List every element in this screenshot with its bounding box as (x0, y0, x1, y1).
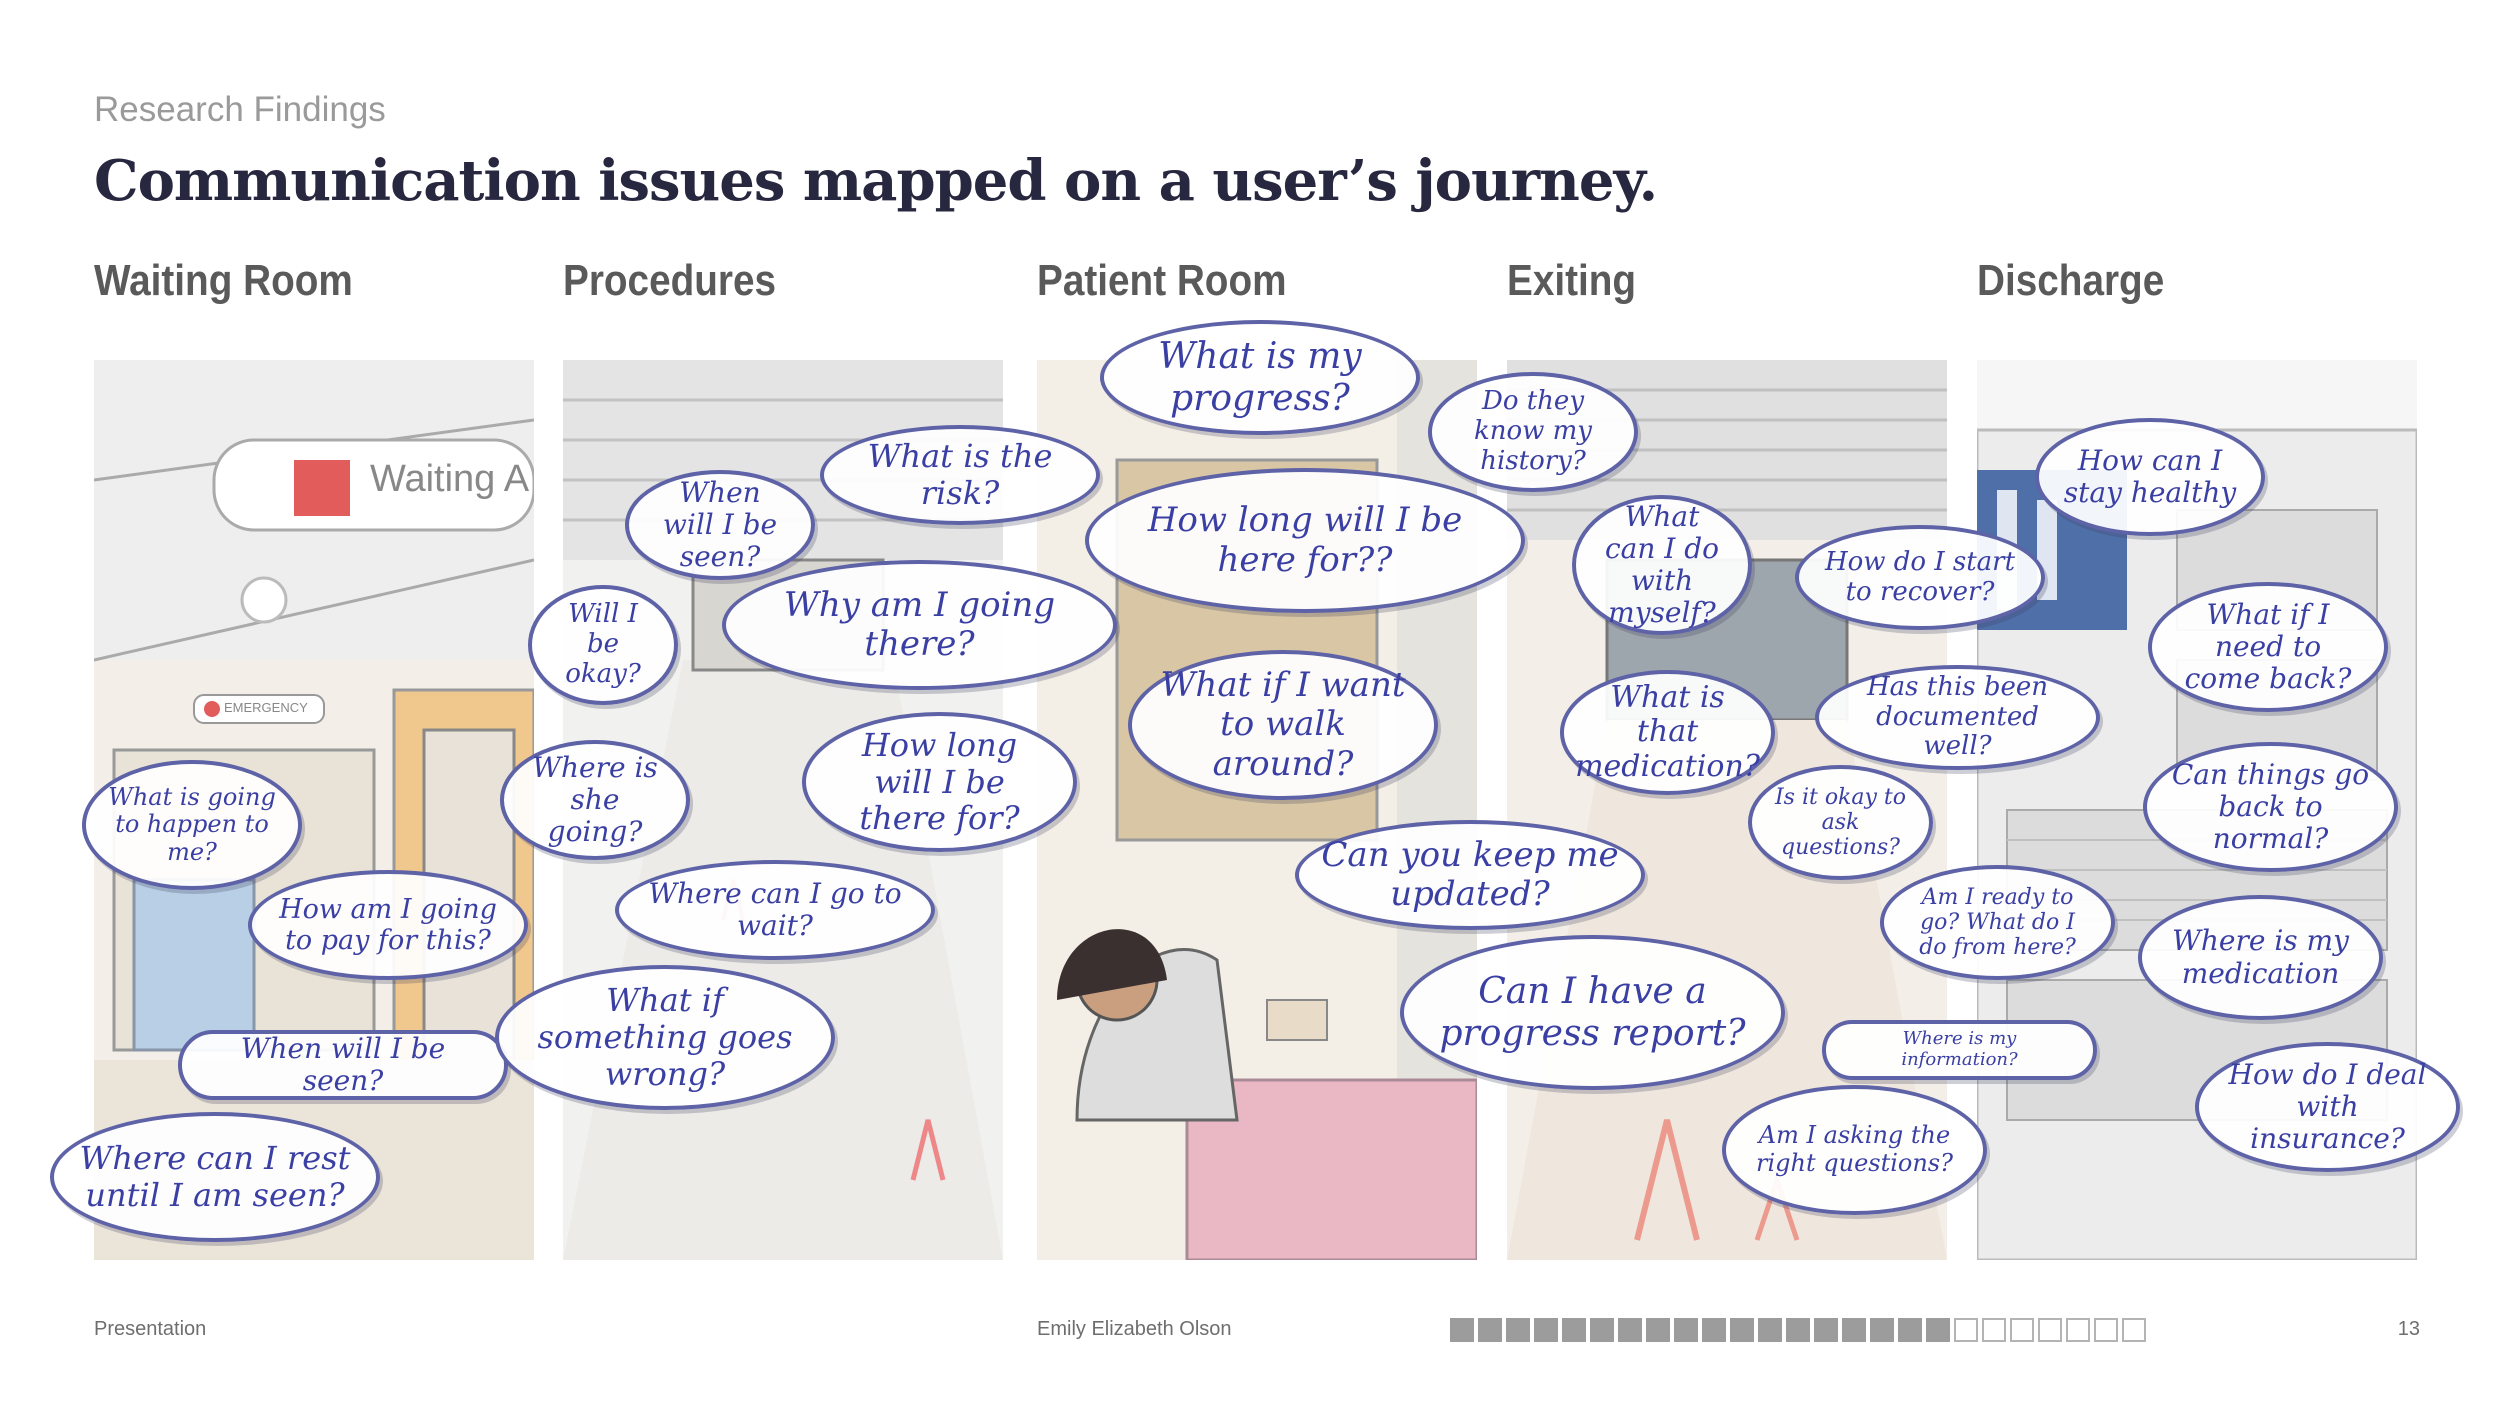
progress-square (2066, 1318, 2090, 1342)
progress-square (1702, 1318, 1726, 1342)
discharge-illustration (1977, 360, 2417, 1260)
progress-square (1898, 1318, 1922, 1342)
column-header-discharge: Discharge (1977, 256, 2165, 305)
progress-square (1786, 1318, 1810, 1342)
progress-square (1646, 1318, 1670, 1342)
column-header-patient-room: Patient Room (1037, 256, 1287, 305)
column-header-waiting-room: Waiting Room (94, 256, 353, 305)
column-header-procedures: Procedures (563, 256, 777, 305)
footer-author: Emily Elizabeth Olson (1037, 1318, 1232, 1340)
emergency-sign: EMERGENCY (224, 700, 308, 715)
progress-square (1562, 1318, 1586, 1342)
patient-room-illustration (1037, 360, 1477, 1260)
progress-square (2010, 1318, 2034, 1342)
page-number: 13 (2397, 1318, 2420, 1340)
progress-square (1478, 1318, 1502, 1342)
progress-square (1450, 1318, 1474, 1342)
exiting-illustration (1507, 360, 1947, 1260)
progress-square (1814, 1318, 1838, 1342)
progress-square (1618, 1318, 1642, 1342)
progress-square (1842, 1318, 1866, 1342)
progress-square (1982, 1318, 2006, 1342)
progress-square (1506, 1318, 1530, 1342)
progress-square (1870, 1318, 1894, 1342)
waiting-room-illustration: Waiting A EMERGENCY (94, 360, 534, 1260)
section-eyebrow: Research Findings (94, 90, 386, 129)
column-header-exiting: Exiting (1507, 256, 1637, 305)
progress-square (1590, 1318, 1614, 1342)
progress-square (1954, 1318, 1978, 1342)
slide-title: Communication issues mapped on a user’s … (94, 148, 1658, 214)
progress-square (1730, 1318, 1754, 1342)
progress-square (2038, 1318, 2062, 1342)
progress-square (1926, 1318, 1950, 1342)
progress-square (1534, 1318, 1558, 1342)
progress-square (2094, 1318, 2118, 1342)
procedures-illustration (563, 360, 1003, 1260)
footer-presentation-label: Presentation (94, 1318, 207, 1340)
progress-square (1674, 1318, 1698, 1342)
progress-square (1758, 1318, 1782, 1342)
progress-square (2122, 1318, 2146, 1342)
slide-progress-indicator (1450, 1318, 2146, 1342)
waiting-area-sign: Waiting A (370, 458, 530, 500)
